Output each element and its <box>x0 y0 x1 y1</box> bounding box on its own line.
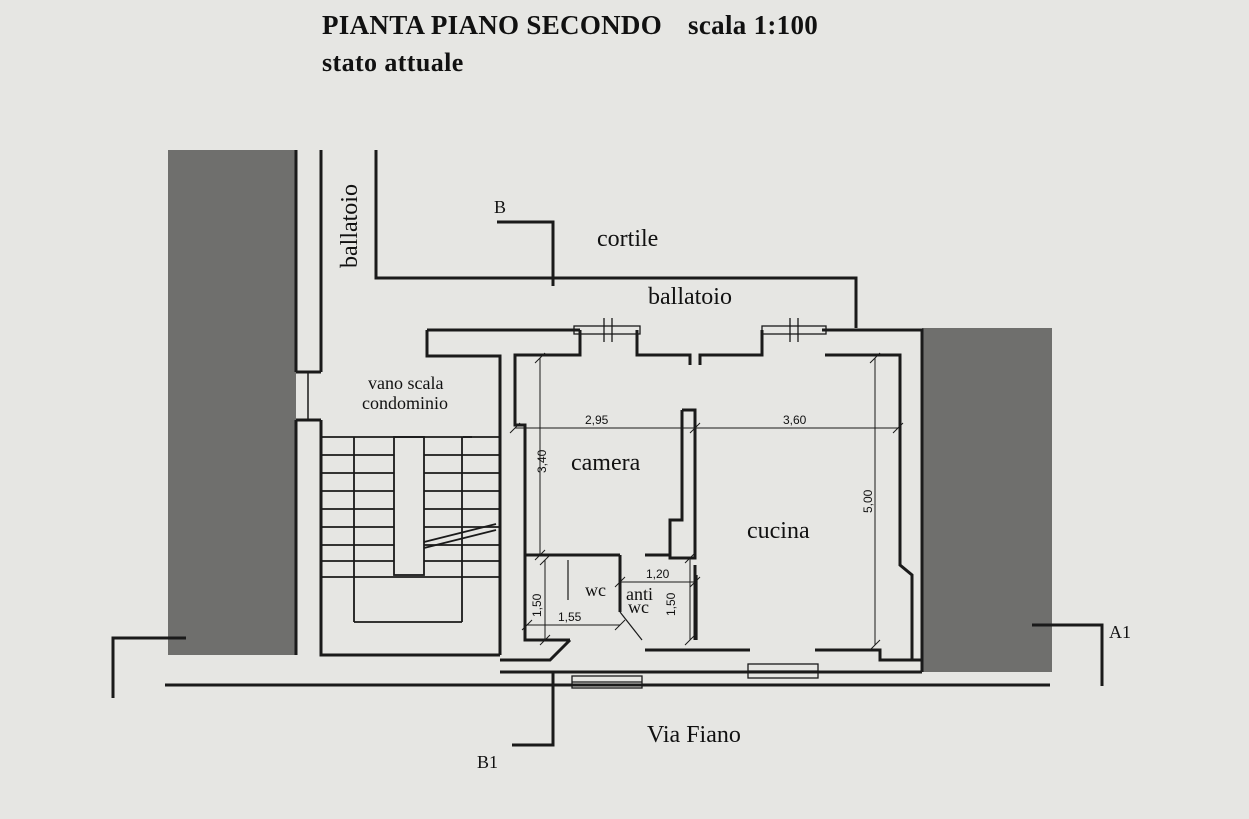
label-condominio: condominio <box>362 393 448 413</box>
partition-camera-cucina <box>668 408 697 560</box>
stair-well <box>393 436 425 576</box>
dim-antiwc-width: 1,20 <box>646 567 670 581</box>
label-wc: wc <box>585 580 606 600</box>
window-top-2 <box>761 318 827 342</box>
dim-wc-width: 1,55 <box>558 610 582 624</box>
label-antiwc-wc: wc <box>628 597 649 617</box>
stair-vano-top <box>425 330 502 655</box>
apartment-top-wall-4 <box>822 328 924 672</box>
window-bottom-1 <box>571 675 643 689</box>
label-vano-scala: vano scala <box>368 373 443 393</box>
plan-title: PIANTA PIANO SECONDO scala 1:100 <box>322 10 818 41</box>
dim-camera-width: 2,95 <box>585 413 609 427</box>
window-bottom-2 <box>747 663 819 679</box>
plan-subtitle: stato attuale <box>322 48 464 77</box>
label-ballatoio-side: ballatoio <box>337 184 363 268</box>
section-a1-label: A1 <box>1109 622 1131 642</box>
apartment-left-wall <box>513 353 570 642</box>
right-adjacent-building <box>922 328 1052 672</box>
antiwc-door <box>619 611 643 641</box>
section-a-left-marker <box>111 636 186 698</box>
section-b1-marker <box>512 672 555 747</box>
apartment-left-wall-2 <box>500 638 572 662</box>
door-swings <box>567 560 698 641</box>
label-ballatoio-top: ballatoio <box>648 284 732 310</box>
dim-wc-depth: 1,50 <box>530 593 544 617</box>
dim-cucina-width: 3,60 <box>783 413 807 427</box>
apartment-top-wall-3 <box>698 330 764 365</box>
section-b-marker <box>497 220 555 286</box>
section-a1-marker <box>1032 623 1104 686</box>
label-cucina: cucina <box>747 518 810 544</box>
label-street: Via Fiano <box>647 722 741 748</box>
label-cortile: cortile <box>597 226 658 252</box>
dim-camera-depth: 3,40 <box>535 449 549 473</box>
windows <box>571 318 827 689</box>
stair-wall-left <box>319 420 500 657</box>
apartment-top-wall-2 <box>635 330 692 365</box>
wall-lines <box>165 150 1050 687</box>
apartment-top-wall <box>570 330 582 357</box>
apartment-bottom-wall-2 <box>815 648 922 662</box>
section-b-label: B <box>494 197 506 217</box>
section-markers <box>111 220 1104 747</box>
window-top-1 <box>573 318 641 342</box>
dimension-lines <box>509 352 904 651</box>
dim-antiwc-depth: 1,50 <box>664 592 678 616</box>
label-anti: anti <box>626 584 653 604</box>
plan-scale: scala 1:100 <box>688 10 819 40</box>
dim-cucina-depth: 5,00 <box>861 489 875 513</box>
left-adjacent-building <box>168 150 296 655</box>
section-b1-label: B1 <box>477 752 498 772</box>
ballatoio-wall <box>374 150 858 328</box>
staircase <box>321 436 500 623</box>
plan-title-text: PIANTA PIANO SECONDO <box>322 10 663 40</box>
label-camera: camera <box>571 450 641 476</box>
